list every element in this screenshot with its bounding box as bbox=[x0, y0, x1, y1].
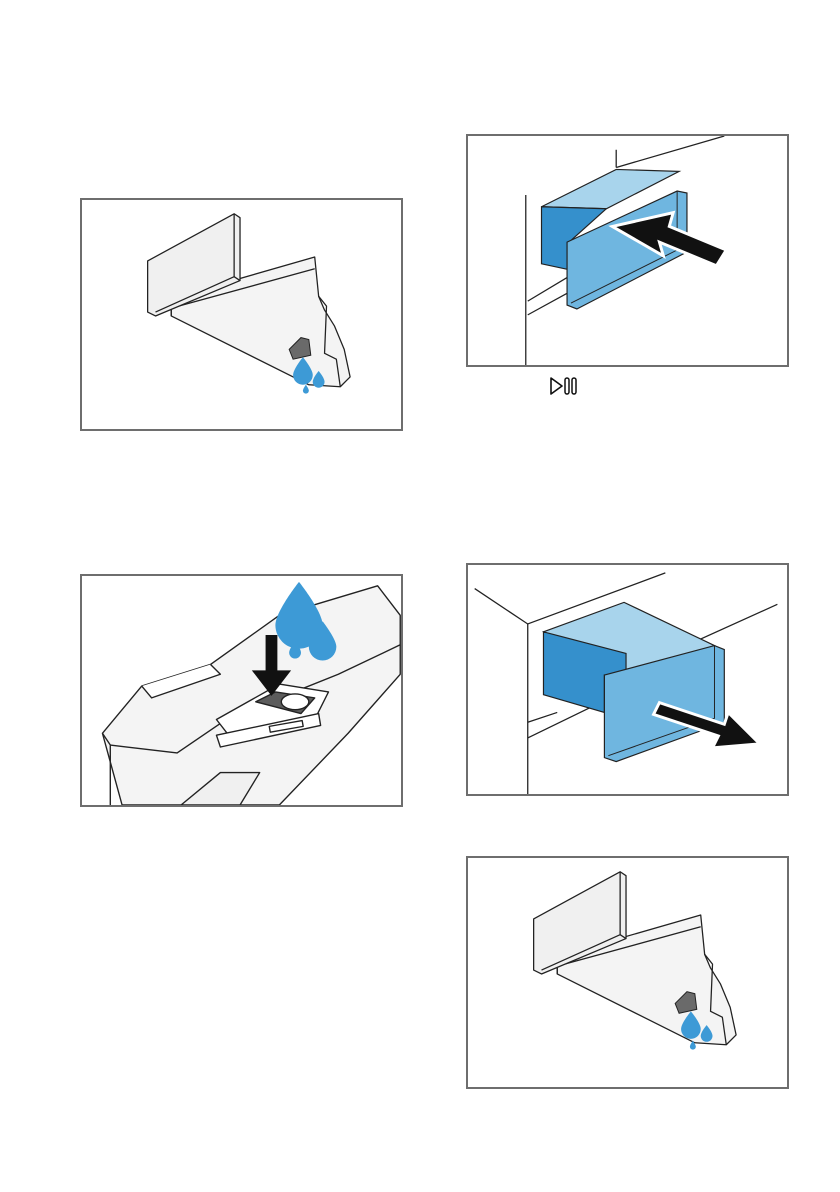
start-pause-instruction bbox=[548, 376, 580, 396]
figure-push-drawer-in bbox=[466, 134, 789, 367]
figure-drawer-dripping bbox=[80, 198, 403, 431]
siphon-pouring-illustration bbox=[82, 576, 401, 805]
play-pause-icon bbox=[548, 376, 580, 396]
push-drawer-illustration bbox=[468, 136, 787, 365]
drawer-dripping-illustration bbox=[468, 858, 787, 1087]
figure-pull-drawer-out bbox=[466, 563, 789, 796]
figure-water-pouring bbox=[80, 574, 403, 807]
drawer-dripping-illustration bbox=[82, 200, 401, 429]
figure-drawer-dripping-2 bbox=[466, 856, 789, 1089]
pull-drawer-illustration bbox=[468, 565, 787, 794]
